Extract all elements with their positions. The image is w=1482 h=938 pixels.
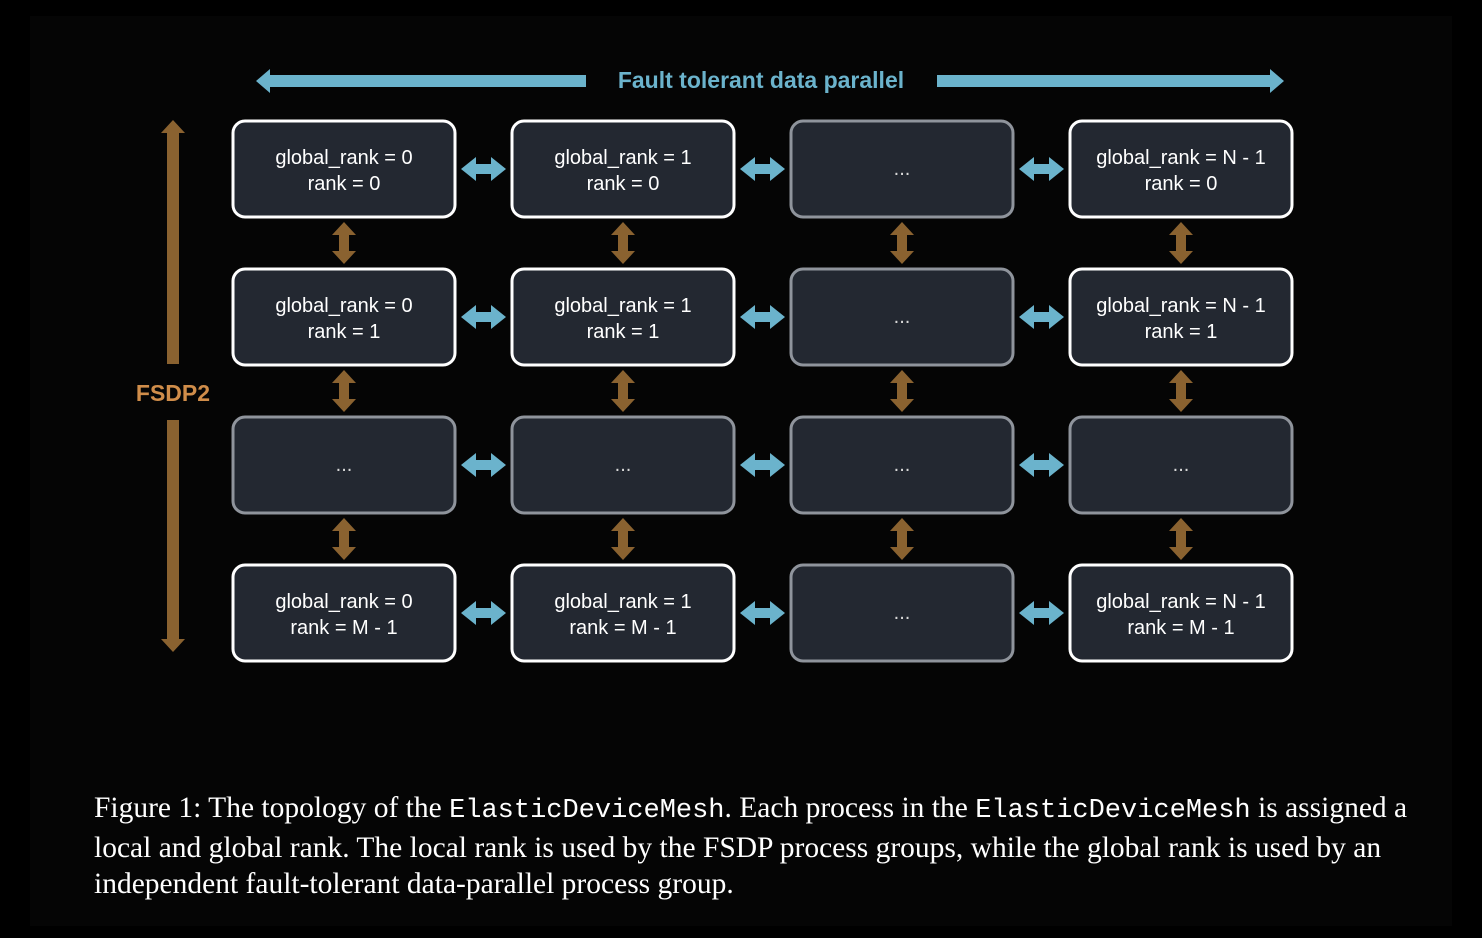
- caption-middle: . Each process in the: [724, 792, 976, 824]
- vertical-double-arrow: [332, 222, 356, 264]
- connectors: [332, 157, 1193, 625]
- caption-suffix: is assigned a local and global rank. The…: [94, 792, 1408, 900]
- node-box: [1068, 267, 1294, 367]
- node-ellipsis: ...: [894, 158, 911, 180]
- placeholder-node: ...: [789, 415, 1015, 515]
- caption-prefix: Figure 1: The topology of the: [94, 792, 450, 824]
- vertical-double-arrow: [332, 370, 356, 412]
- horizontal-double-arrow: [740, 601, 785, 625]
- fsdp2-arrow-down: [161, 420, 185, 652]
- node-global-rank: global_rank = 0: [275, 591, 412, 613]
- process-node: global_rank = 0 rank = 0: [231, 119, 457, 219]
- placeholder-node: ...: [789, 267, 1015, 367]
- node-box: [510, 119, 736, 219]
- process-node: global_rank = N - 1 rank = 0: [1068, 119, 1294, 219]
- horizontal-double-arrow: [1019, 601, 1064, 625]
- vertical-double-arrow: [611, 222, 635, 264]
- node-local-rank: rank = 1: [587, 321, 660, 343]
- horizontal-double-arrow: [740, 305, 785, 329]
- caption-code-1: ElasticDeviceMesh: [449, 796, 725, 826]
- node-ellipsis: ...: [894, 306, 911, 328]
- node-box: [231, 119, 457, 219]
- node-local-rank: rank = 0: [1145, 173, 1218, 195]
- fsdp2-arrow-up: [161, 120, 185, 364]
- process-node: global_rank = 1 rank = 1: [510, 267, 736, 367]
- horizontal-double-arrow: [461, 453, 506, 477]
- vertical-double-arrow: [1169, 518, 1193, 560]
- node-box: [510, 415, 736, 515]
- node-ellipsis: ...: [336, 454, 353, 476]
- node-global-rank: global_rank = 0: [275, 295, 412, 317]
- node-ellipsis: ...: [1173, 454, 1190, 476]
- placeholder-node: ...: [231, 415, 457, 515]
- process-node: global_rank = 0 rank = 1: [231, 267, 457, 367]
- node-local-rank: rank = 1: [1145, 321, 1218, 343]
- node-box: [789, 267, 1015, 367]
- horizontal-double-arrow: [461, 305, 506, 329]
- vertical-double-arrow: [1169, 222, 1193, 264]
- horizontal-double-arrow: [1019, 157, 1064, 181]
- placeholder-node: ...: [1068, 415, 1294, 515]
- figure-caption: Figure 1: The topology of the ElasticDev…: [94, 790, 1414, 903]
- vertical-double-arrow: [890, 370, 914, 412]
- node-global-rank: global_rank = 1: [554, 591, 691, 613]
- node-box: [510, 267, 736, 367]
- node-ellipsis: ...: [894, 454, 911, 476]
- node-ellipsis: ...: [894, 602, 911, 624]
- node-box: [789, 563, 1015, 663]
- node-global-rank: global_rank = 1: [554, 147, 691, 169]
- topology-diagram: Fault tolerant data parallel FSDP2 globa…: [136, 67, 1294, 663]
- vertical-double-arrow: [890, 518, 914, 560]
- process-node: global_rank = N - 1 rank = 1: [1068, 267, 1294, 367]
- node-global-rank: global_rank = N - 1: [1096, 147, 1266, 169]
- vertical-double-arrow: [890, 222, 914, 264]
- horizontal-double-arrow: [1019, 305, 1064, 329]
- node-box: [789, 415, 1015, 515]
- process-grid: global_rank = 0 rank = 0 global_rank = 1 ra…: [231, 119, 1294, 663]
- process-node: global_rank = N - 1 rank = M - 1: [1068, 563, 1294, 663]
- process-node: global_rank = 1 rank = 0: [510, 119, 736, 219]
- node-global-rank: global_rank = 1: [554, 295, 691, 317]
- node-box: [789, 119, 1015, 219]
- horizontal-double-arrow: [1019, 453, 1064, 477]
- fault-tolerant-arrow-right: [937, 69, 1284, 93]
- node-box: [231, 267, 457, 367]
- vertical-double-arrow: [611, 518, 635, 560]
- process-node: global_rank = 0 rank = M - 1: [231, 563, 457, 663]
- node-local-rank: rank = 0: [587, 173, 660, 195]
- vertical-double-arrow: [332, 518, 356, 560]
- fsdp2-label: FSDP2: [136, 380, 210, 406]
- fault-tolerant-arrow: Fault tolerant data parallel: [256, 67, 1284, 93]
- fault-tolerant-label: Fault tolerant data parallel: [618, 67, 904, 93]
- node-ellipsis: ...: [615, 454, 632, 476]
- horizontal-double-arrow: [740, 157, 785, 181]
- node-box: [231, 563, 457, 663]
- vertical-double-arrow: [1169, 370, 1193, 412]
- node-local-rank: rank = M - 1: [569, 617, 676, 639]
- placeholder-node: ...: [789, 119, 1015, 219]
- node-local-rank: rank = M - 1: [1127, 617, 1234, 639]
- node-box: [1068, 415, 1294, 515]
- node-global-rank: global_rank = N - 1: [1096, 591, 1266, 613]
- process-node: global_rank = 1 rank = M - 1: [510, 563, 736, 663]
- caption-code-2: ElasticDeviceMesh: [975, 796, 1251, 826]
- node-global-rank: global_rank = N - 1: [1096, 295, 1266, 317]
- placeholder-node: ...: [510, 415, 736, 515]
- fsdp2-arrow: FSDP2: [136, 120, 210, 652]
- vertical-double-arrow: [611, 370, 635, 412]
- horizontal-double-arrow: [461, 157, 506, 181]
- node-box: [231, 415, 457, 515]
- node-box: [1068, 563, 1294, 663]
- node-box: [1068, 119, 1294, 219]
- node-local-rank: rank = 1: [308, 321, 381, 343]
- node-local-rank: rank = 0: [308, 173, 381, 195]
- horizontal-double-arrow: [740, 453, 785, 477]
- node-box: [510, 563, 736, 663]
- fault-tolerant-arrow-left: [256, 69, 586, 93]
- node-global-rank: global_rank = 0: [275, 147, 412, 169]
- node-local-rank: rank = M - 1: [290, 617, 397, 639]
- placeholder-node: ...: [789, 563, 1015, 663]
- horizontal-double-arrow: [461, 601, 506, 625]
